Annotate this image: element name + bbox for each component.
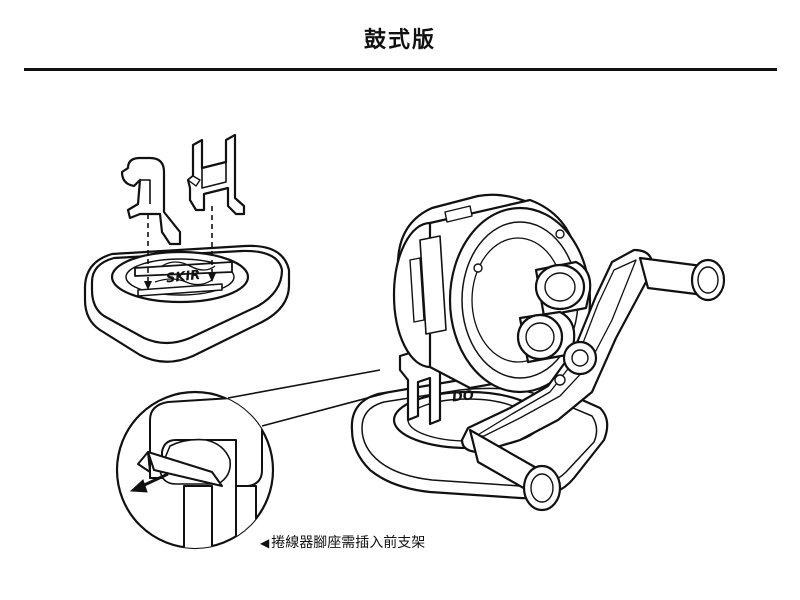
front-support-hook-piece (120, 156, 182, 246)
caption-marker-icon: ◀ (260, 536, 270, 550)
instruction-caption: ◀捲線器腳座需插入前支架 (260, 532, 425, 552)
caption-text: 捲線器腳座需插入前支架 (271, 535, 426, 551)
reel-assembly-illustration (350, 193, 726, 512)
title-underline-divider (24, 68, 777, 71)
guide-arrowheads (144, 273, 216, 290)
front-support-h-piece (186, 133, 246, 216)
base-logo-mark: SKIR (165, 268, 201, 287)
base-plate-illustration (83, 244, 291, 363)
insertion-guide-lines (147, 206, 213, 284)
zoom-callout-connector (227, 369, 391, 427)
zoom-detail (137, 397, 263, 548)
reel-logo-mark: DO (451, 388, 474, 405)
insert-direction-arrow (129, 472, 169, 493)
page-title: 鼓式版 (363, 28, 436, 53)
